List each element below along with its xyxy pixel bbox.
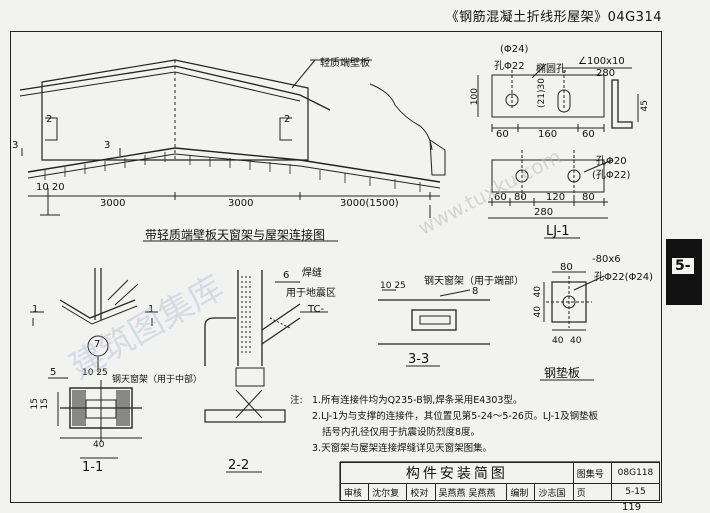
section-mark-2-right: 2: [284, 114, 291, 125]
drawing-frame: [10, 31, 662, 503]
lj1-slot-label: 椭圆孔: [536, 64, 566, 75]
dim-span-a: 3000: [100, 198, 126, 209]
pad-caption: 钢垫板: [544, 366, 581, 380]
lj1-plan-80b: 80: [582, 192, 595, 203]
sec33-frame-label: 钢天窗架（用于端部）: [424, 276, 524, 287]
lj1-slot-dim: (21)30: [537, 78, 547, 108]
lj1-plan-80a: 80: [514, 192, 527, 203]
lj1-hole-alt: (Φ24): [500, 44, 529, 55]
note-3: 3.天窗架与屋架连接焊缝详见天窗架图集。: [312, 443, 493, 454]
notes-lead: 注:: [290, 395, 303, 406]
label-light-wall-panel: 轻质端壁板: [320, 58, 370, 69]
lj1-dim-45: 45: [640, 100, 650, 112]
pad-dim-40d: 40: [570, 336, 582, 346]
section-tab-number: 5-: [672, 258, 694, 274]
title-block-draw-signature: 沙志国: [534, 483, 574, 501]
lj1-hole: 孔Φ22: [494, 61, 525, 72]
section-mark-3-left: 3: [12, 140, 19, 151]
sec33-dim: 10 25: [380, 281, 406, 291]
sec22-seismic-label: 用于地震区: [286, 288, 336, 299]
lj1-plan-120: 120: [546, 192, 566, 203]
sec11-dim-10-25: 10 25: [82, 368, 108, 378]
title-block-name: 构件安装简图: [340, 462, 574, 484]
sec11-dim-40: 40: [93, 440, 105, 450]
lj1-width-280: 280: [596, 68, 616, 79]
lj1-height-100: 100: [470, 88, 480, 106]
title-block-set-label: 图集号: [572, 462, 612, 484]
sec11-dim-15b: 15: [40, 398, 50, 410]
document-header: 《钢筋混凝土折线形屋架》04G314: [445, 10, 662, 25]
pad-dim-80: 80: [560, 262, 573, 273]
sec22-weld-size: 6: [283, 270, 290, 281]
sec11-caption: 1-1: [82, 460, 104, 475]
elevation-caption: 带轻质端壁板天窗架与屋架连接图: [145, 228, 326, 242]
section-mark-2-left: 2: [46, 114, 53, 125]
dim-span-b: 3000: [228, 198, 254, 209]
sec11-mark-left: 1: [32, 304, 39, 315]
sec22-tc-label: TC-: [308, 304, 325, 315]
sec22-caption: 2-2: [228, 458, 250, 473]
sec33-weld-size: 8: [472, 286, 479, 297]
sec11-mark-right: 1: [148, 304, 155, 315]
dim-span-c: 3000(1500): [340, 198, 399, 209]
title-block-audit-signature: 沈尔复: [368, 483, 408, 501]
lj1-dim-60b: 60: [582, 129, 595, 140]
sec11-dim-5: 5: [50, 367, 57, 378]
title-block-audit: 审核: [339, 483, 370, 501]
lj1-angle-size: ∠100x10: [578, 56, 625, 67]
title-block: 构件安装简图 图集号 08G118 审核 沈尔复 校对 吴燕燕 吴燕燕 编制 沙…: [339, 462, 661, 501]
sec11-frame-label: 钢天窗架（用于中部）: [112, 375, 203, 385]
lj1-caption: LJ-1: [546, 224, 570, 239]
lj1-hole-b-alt: (孔Φ22): [592, 170, 631, 181]
lj1-hole-b: 孔Φ20: [596, 156, 627, 167]
title-block-check-signature: 吴燕燕 吴燕燕: [434, 483, 508, 501]
sec22-weld-label: 焊缝: [302, 268, 322, 279]
sec33-caption: 3-3: [408, 352, 430, 367]
lj1-dim-60a: 60: [496, 129, 509, 140]
title-block-check: 校对: [406, 483, 436, 501]
note-1: 1.所有连接件均为Q235-B钢,焊条采用E4303型。: [312, 395, 523, 406]
lj1-dim-160: 160: [538, 129, 558, 140]
pad-dim-40a: 40: [533, 286, 543, 298]
lj1-plan-60: 60: [494, 192, 507, 203]
pad-hole: 孔Φ22(Φ24): [594, 272, 653, 283]
lj1-plan-280: 280: [534, 207, 554, 218]
title-block-page-value: 5-15: [610, 483, 661, 501]
sheet-number: 119: [622, 502, 642, 513]
title-block-page-label: 页: [572, 483, 612, 501]
sec11-detail-circle: 7: [94, 339, 101, 350]
pad-plate-size: -80x6: [592, 254, 621, 265]
sec11-dim-15a: 15: [30, 398, 40, 410]
pad-dim-40c: 40: [552, 336, 564, 346]
note-2: 2.LJ-1为与支撑的连接件，其位置见第5-24～5-26页。LJ-1及钢垫板: [312, 411, 599, 422]
dim-offset: 10 20: [36, 182, 65, 193]
title-block-draw: 编制: [506, 483, 536, 501]
title-block-set-value: 08G118: [610, 462, 661, 484]
section-mark-3-right: 3: [104, 140, 111, 151]
note-2-continued: 括号内孔径仅用于抗震设防烈度8度。: [322, 427, 481, 438]
pad-dim-40b: 40: [533, 306, 543, 318]
